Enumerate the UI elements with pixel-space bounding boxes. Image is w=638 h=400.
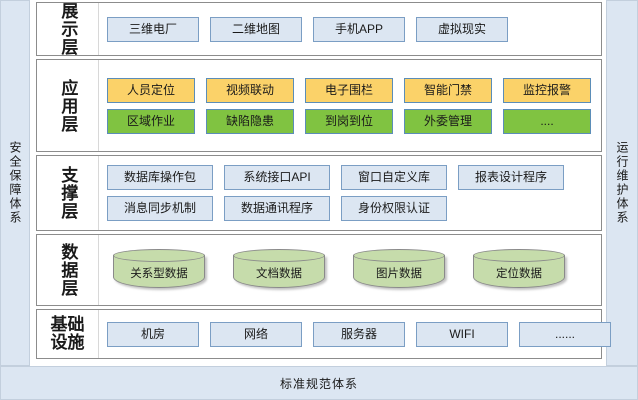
left-rail-security-system: 安全保障体系 xyxy=(0,0,30,366)
cylinder-top xyxy=(113,249,205,262)
layer-label-application: 应用层 xyxy=(37,60,99,151)
cylinder-row: 关系型数据 文档数据 图片数据 定位数据 xyxy=(107,249,591,291)
cylinder-document-data[interactable]: 文档数据 xyxy=(233,249,325,291)
layer-body-data: 关系型数据 文档数据 图片数据 定位数据 xyxy=(99,235,601,305)
cylinder-body xyxy=(473,255,565,288)
bottom-bar-standards-system: 标准规范体系 xyxy=(0,366,638,400)
node-area-operation[interactable]: 区域作业 xyxy=(107,108,195,134)
node-database-operation-package[interactable]: 数据库操作包 xyxy=(107,165,213,190)
cylinder-label: 关系型数据 xyxy=(130,268,188,280)
layer-infrastructure: 基础设施 机房 网络 服务器 WIFI ...... xyxy=(36,309,611,359)
right-rail-label: 运行维护体系 xyxy=(615,141,629,225)
node-report-design-program[interactable]: 报表设计程序 xyxy=(458,165,564,190)
node-row: 区域作业 缺陷隐患 到岗到位 外委管理 .... xyxy=(107,108,591,134)
node-row: 三维电厂 二维地图 手机APP 虚拟现实 xyxy=(107,16,591,42)
node-window-custom-library[interactable]: 窗口自定义库 xyxy=(341,165,447,190)
node-row: 数据库操作包 系统接口API 窗口自定义库 报表设计程序 xyxy=(107,165,591,190)
layer-title-infrastructure: 基础设施 xyxy=(50,315,85,352)
node-outsourcing-management[interactable]: 外委管理 xyxy=(404,108,492,134)
layer-presentation: 展示层 三维电厂 二维地图 手机APP 虚拟现实 xyxy=(36,2,602,56)
layer-title-application: 应用层 xyxy=(58,78,78,133)
node-row: 机房 网络 服务器 WIFI ...... xyxy=(107,321,611,347)
node-virtual-reality[interactable]: 虚拟现实 xyxy=(416,16,508,42)
layer-application: 应用层 人员定位 视频联动 电子围栏 智能门禁 监控报警 区域作业 缺陷隐患 到… xyxy=(36,59,602,152)
node-defect-hazard[interactable]: 缺陷隐患 xyxy=(206,108,294,134)
cylinder-positioning-data[interactable]: 定位数据 xyxy=(473,249,565,291)
node-message-sync-mechanism[interactable]: 消息同步机制 xyxy=(107,196,213,221)
cylinder-label: 图片数据 xyxy=(376,268,422,280)
layer-body-application: 人员定位 视频联动 电子围栏 智能门禁 监控报警 区域作业 缺陷隐患 到岗到位 … xyxy=(99,60,601,151)
layer-label-presentation: 展示层 xyxy=(37,2,99,56)
right-rail-ops-maintenance-system: 运行维护体系 xyxy=(606,0,638,366)
node-row: 消息同步机制 数据通讯程序 身份权限认证 xyxy=(107,196,591,221)
node-2d-map[interactable]: 二维地图 xyxy=(210,16,302,42)
node-electronic-fence[interactable]: 电子围栏 xyxy=(305,77,393,103)
cylinder-top xyxy=(353,249,445,262)
layer-label-support: 支撑层 xyxy=(37,156,99,230)
layer-label-data: 数据层 xyxy=(37,235,99,305)
layer-body-presentation: 三维电厂 二维地图 手机APP 虚拟现实 xyxy=(99,3,601,55)
cylinder-label: 定位数据 xyxy=(496,268,542,280)
node-wifi[interactable]: WIFI xyxy=(416,321,508,347)
layer-stack: 展示层 三维电厂 二维地图 手机APP 虚拟现实 应用层 人员定位 视频联动 xyxy=(34,0,611,366)
layer-title-presentation: 展示层 xyxy=(58,2,78,56)
node-row: 人员定位 视频联动 电子围栏 智能门禁 监控报警 xyxy=(107,77,591,103)
layer-title-data: 数据层 xyxy=(58,243,78,297)
node-smart-access-control[interactable]: 智能门禁 xyxy=(404,77,492,103)
layer-support: 支撑层 数据库操作包 系统接口API 窗口自定义库 报表设计程序 消息同步机制 … xyxy=(36,155,602,231)
node-monitoring-alarm[interactable]: 监控报警 xyxy=(503,77,591,103)
node-server-room[interactable]: 机房 xyxy=(107,321,199,347)
node-more-infrastructure[interactable]: ...... xyxy=(519,321,611,347)
left-rail-label: 安全保障体系 xyxy=(8,141,22,225)
node-video-linkage[interactable]: 视频联动 xyxy=(206,77,294,103)
node-identity-permission-auth[interactable]: 身份权限认证 xyxy=(341,196,447,221)
node-data-communication-program[interactable]: 数据通讯程序 xyxy=(224,196,330,221)
node-3d-plant[interactable]: 三维电厂 xyxy=(107,16,199,42)
node-personnel-positioning[interactable]: 人员定位 xyxy=(107,77,195,103)
node-more-application[interactable]: .... xyxy=(503,108,591,134)
layer-body-support: 数据库操作包 系统接口API 窗口自定义库 报表设计程序 消息同步机制 数据通讯… xyxy=(99,156,601,230)
node-server[interactable]: 服务器 xyxy=(313,321,405,347)
bottom-bar-label: 标准规范体系 xyxy=(279,376,358,391)
layer-body-infrastructure: 机房 网络 服务器 WIFI ...... xyxy=(99,310,621,358)
cylinder-top xyxy=(233,249,325,262)
cylinder-top xyxy=(473,249,565,262)
cylinder-label: 文档数据 xyxy=(256,268,302,280)
node-on-duty-on-site[interactable]: 到岗到位 xyxy=(305,108,393,134)
node-network[interactable]: 网络 xyxy=(210,321,302,347)
node-mobile-app[interactable]: 手机APP xyxy=(313,16,405,42)
node-system-interface-api[interactable]: 系统接口API xyxy=(224,165,330,190)
layer-label-infrastructure: 基础设施 xyxy=(37,310,99,358)
layer-title-support: 支撑层 xyxy=(58,166,78,220)
layer-data: 数据层 关系型数据 文档数据 xyxy=(36,234,602,306)
cylinder-relational-data[interactable]: 关系型数据 xyxy=(113,249,205,291)
cylinder-image-data[interactable]: 图片数据 xyxy=(353,249,445,291)
